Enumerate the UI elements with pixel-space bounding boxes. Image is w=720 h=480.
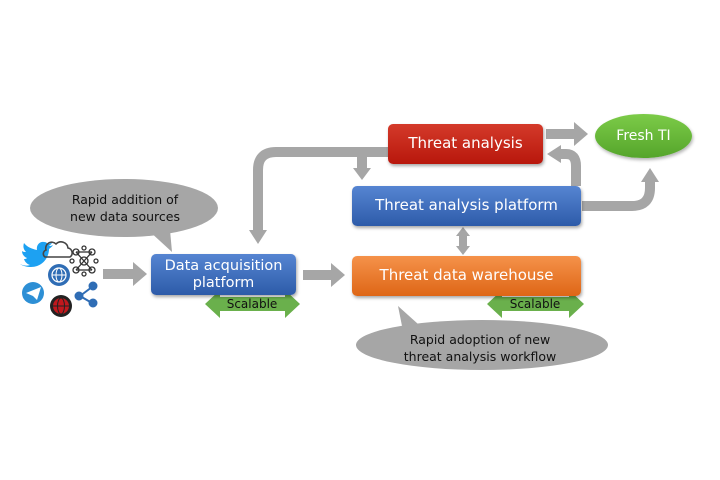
fresh-ti-node: Fresh TI: [595, 114, 692, 158]
callout-workflow-line2: threat analysis workflow: [403, 348, 557, 364]
arrow-analysis-to-acquisition: [249, 147, 388, 244]
scalable-arrow-acquisition: [205, 290, 300, 318]
arrow-platform-to-fresh: [582, 168, 659, 211]
scalable-label-warehouse: Scalable: [509, 297, 561, 311]
data-acquisition-label-line1: Data acquisition: [164, 257, 283, 274]
arrow-platform-to-analysis: [547, 145, 581, 186]
fresh-ti-label: Fresh TI: [616, 128, 671, 144]
twitter-icon: [20, 241, 53, 267]
scalable-arrow-warehouse: [487, 290, 584, 318]
threat-data-warehouse-node: Threat data warehouse: [352, 256, 581, 296]
threat-analysis-label: Threat analysis: [408, 134, 523, 153]
data-acquisition-node: Data acquisition platform: [151, 254, 296, 295]
arrow-analysis-to-fresh: [546, 122, 588, 146]
arrow-sources-to-acquisition: [103, 262, 147, 286]
callout-data-sources-text: Rapid addition of new data sources: [45, 192, 205, 226]
data-acquisition-label-line2: platform: [192, 274, 255, 291]
scalable-label-acquisition: Scalable: [226, 297, 278, 311]
cloud-icon: [42, 241, 73, 258]
threat-analysis-platform-label: Threat analysis platform: [375, 196, 558, 215]
web-icon: [48, 264, 70, 286]
callout-data-sources-line2: new data sources: [70, 208, 180, 224]
arrow-warehouse-platform: [456, 227, 470, 255]
callout-workflow-text: Rapid adoption of new threat analysis wo…: [365, 332, 595, 366]
arrow-acquisition-to-warehouse: [303, 263, 345, 287]
callout-data-sources: [30, 179, 218, 252]
telegram-icon: [22, 282, 44, 304]
darkweb-icon: [50, 295, 72, 317]
callout-data-sources-line1: Rapid addition of: [71, 192, 179, 207]
threat-data-warehouse-label: Threat data warehouse: [379, 266, 554, 285]
callout-workflow-line1: Rapid adoption of new: [409, 332, 551, 347]
share-icon: [74, 281, 98, 308]
arrow-analysis-to-platform: [353, 152, 371, 180]
threat-analysis-platform-node: Threat analysis platform: [352, 186, 581, 226]
callout-workflow: [356, 306, 608, 370]
threat-analysis-node: Threat analysis: [388, 124, 543, 164]
network-icon: [69, 245, 99, 277]
